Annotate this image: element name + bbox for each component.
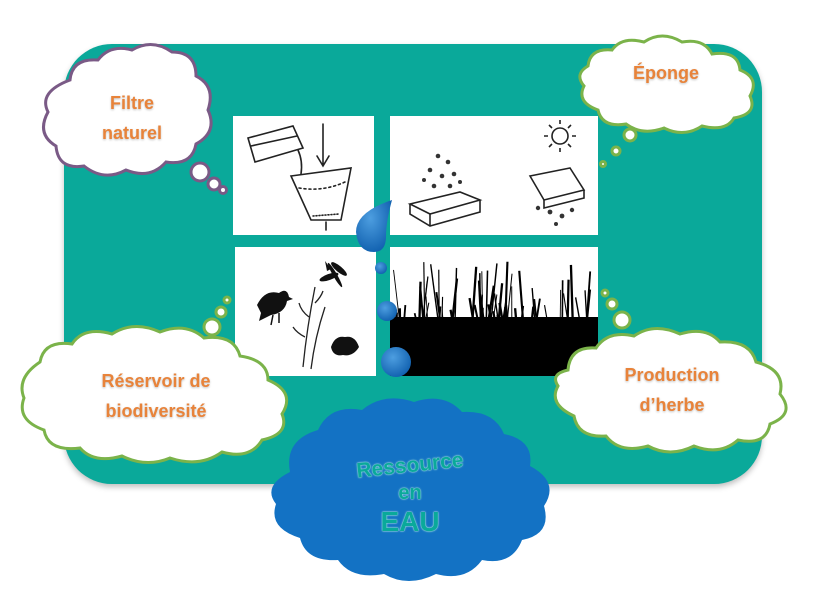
grass-blade [504,307,518,376]
grass-blade [531,288,540,376]
grass-blade [533,298,544,376]
grass-blade [526,298,541,376]
water-drop-medium [375,262,387,274]
cloud-production-herbe [553,288,788,454]
grass-blade [423,335,437,376]
grass-blade [425,296,433,376]
water-drops-column [356,200,411,377]
grass-blade [505,328,520,376]
grass-blade [526,324,533,376]
grass-blade [543,304,558,376]
label-eau: EAU [380,506,440,537]
filter-illustration [247,123,352,231]
cloud-filtre-naturel [42,43,228,195]
water-drop-large [356,200,392,252]
water-drop-small [377,301,397,321]
tile-sponge-illustration [390,116,598,235]
label-reservoir-biodiversite: Réservoir de biodiversité [101,371,211,421]
grass-blade [430,264,447,376]
label-en: en [398,482,422,504]
grass-blade [543,325,555,376]
grass-silhouette [390,261,598,376]
grass-blade [561,280,564,376]
grass-blade [512,325,521,376]
grass-blade [481,271,485,376]
grass-blade [558,289,562,376]
grass-blade [485,324,487,376]
grass-blade [439,296,444,376]
grass-blade [476,294,483,376]
label-eponge: Éponge [633,63,699,83]
grass-blade [452,267,458,376]
label-production-herbe: Production d’herbe [624,365,720,415]
sponge-illustration [407,120,586,227]
tile-grass-illustration [390,247,598,376]
water-drop-bottom [381,347,411,377]
grass-blade [478,285,495,376]
cloud-reservoir-biodiversite [20,295,289,464]
grass-blade [524,306,535,376]
biodiversity-illustration [257,261,359,370]
grass-blade [565,279,570,376]
grass-blade [444,333,460,376]
tile-filter-illustration [233,116,374,235]
grass-blade [493,293,507,376]
grass-blade [416,281,422,376]
grass-blade [467,266,478,376]
tile-biodiversity-illustration [235,247,376,376]
cloud-eponge [578,34,755,168]
cloud-ressource-eau [271,398,550,581]
label-filtre-naturel: Filtre naturel [101,93,162,143]
